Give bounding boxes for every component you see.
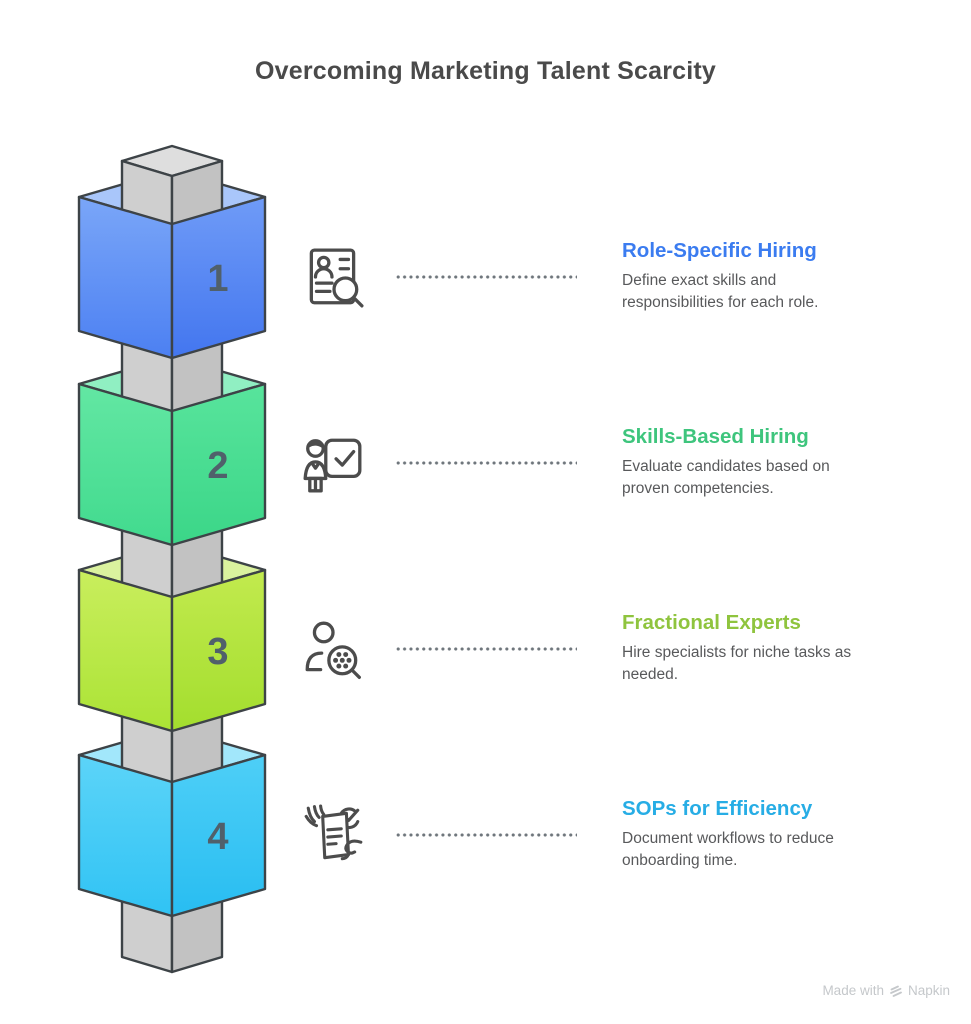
step-title: SOPs for Efficiency <box>622 797 813 820</box>
step-description: Hire specialists for niche tasks as need… <box>622 644 852 683</box>
step-description: Define exact skills and responsibilities… <box>622 272 819 311</box>
step-item-1: Role-Specific Hiring Define exact skills… <box>300 239 910 329</box>
svg-text:3: 3 <box>207 631 228 673</box>
document-check-hands-icon <box>300 803 366 869</box>
step-title: Role-Specific Hiring <box>622 239 817 262</box>
step-item-4: SOPs for Efficiency Document workflows t… <box>300 797 910 887</box>
person-skill-search-icon <box>300 617 366 683</box>
step-description: Evaluate candidates based on proven comp… <box>622 458 830 497</box>
resume-search-icon <box>300 245 366 311</box>
svg-text:1: 1 <box>207 258 228 300</box>
cube-tower-graphic: 1 2 3 4 <box>77 144 267 974</box>
svg-text:4: 4 <box>207 816 228 858</box>
watermark-prefix: Made with <box>822 983 884 998</box>
napkin-watermark: Made with Napkin <box>822 983 950 998</box>
step-description: Document workflows to reduce onboarding … <box>622 830 834 869</box>
dotted-connector <box>395 833 577 837</box>
step-item-3: Fractional Experts Hire specialists for … <box>300 611 910 701</box>
step-title: Fractional Experts <box>622 611 801 634</box>
svg-text:2: 2 <box>207 445 228 487</box>
presenter-checkboard-icon <box>300 431 366 497</box>
dotted-connector <box>395 275 577 279</box>
watermark-brand: Napkin <box>907 983 950 998</box>
step-title: Skills-Based Hiring <box>622 425 809 448</box>
napkin-logo-icon <box>890 985 902 997</box>
dotted-connector <box>395 647 577 651</box>
step-item-2: Skills-Based Hiring Evaluate candidates … <box>300 425 910 515</box>
page-title: Overcoming Marketing Talent Scarcity <box>254 57 717 85</box>
dotted-connector <box>395 461 577 465</box>
